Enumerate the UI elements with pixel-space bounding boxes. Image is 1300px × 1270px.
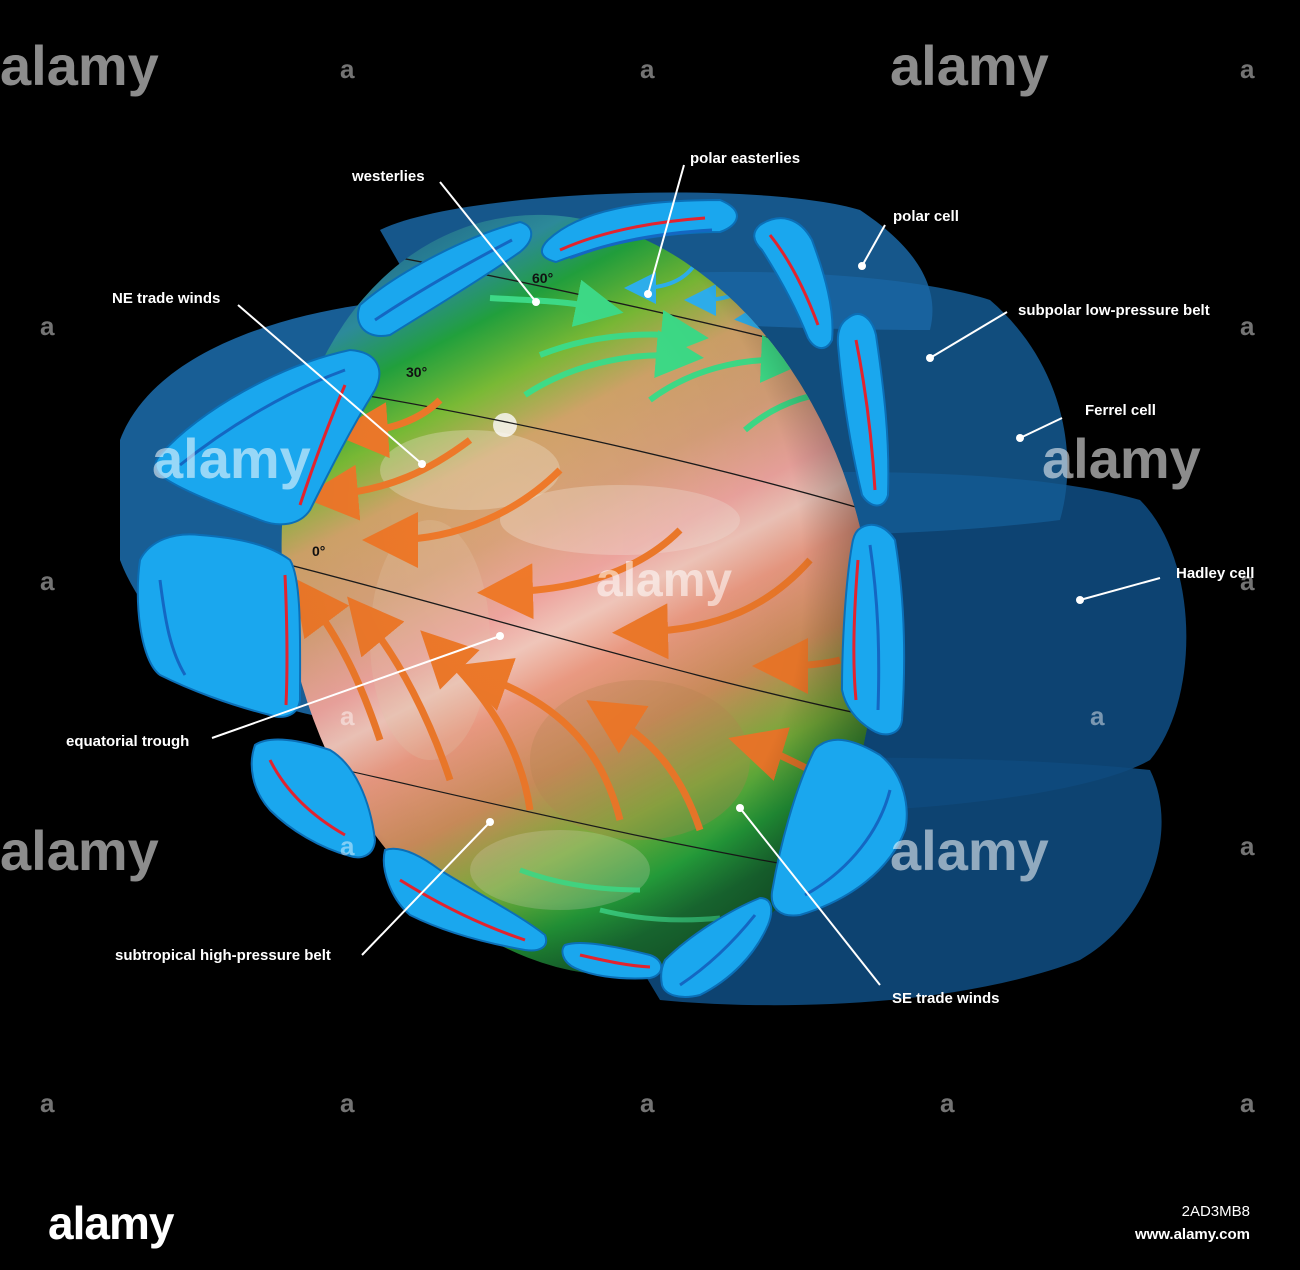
- hadley-cell-bottom-left: [250, 738, 377, 859]
- label-equatorial-trough: equatorial trough: [66, 733, 189, 750]
- leader-dots: [418, 262, 1084, 826]
- watermark-text: alamy: [0, 34, 159, 97]
- circulation-cells: [136, 198, 908, 998]
- leader-lines: [211, 164, 1161, 986]
- svg-text:a: a: [40, 311, 55, 341]
- svg-text:a: a: [340, 831, 355, 861]
- site-url: www.alamy.com: [1134, 1226, 1250, 1243]
- ferrel-cell-bottom: [382, 847, 548, 952]
- svg-text:a: a: [1090, 701, 1105, 731]
- svg-text:a: a: [340, 701, 355, 731]
- watermark-text: alamy: [890, 819, 1049, 882]
- ferrel-cell-right: [836, 313, 890, 507]
- label-subpolar-low: subpolar low-pressure belt: [1018, 302, 1210, 319]
- watermark-text: alamy: [0, 819, 159, 882]
- hadley-cell-left-lower: [136, 533, 302, 718]
- hadley-cell-right-upper: [840, 523, 906, 736]
- alamy-logo: alamy: [48, 1197, 174, 1249]
- label-se-trade-winds: SE trade winds: [892, 990, 1000, 1007]
- svg-text:a: a: [1240, 1088, 1255, 1118]
- globe: [269, 214, 901, 976]
- watermark-overlay: alamy alamy alamy alamy alamy alamy alam…: [0, 34, 1255, 1118]
- watermark-text: alamy: [890, 34, 1049, 97]
- label-westerlies: westerlies: [351, 168, 425, 185]
- label-ne-trade-winds: NE trade winds: [112, 290, 220, 307]
- label-polar-easterlies: polar easterlies: [690, 150, 800, 167]
- hadley-cell-left-upper: [154, 348, 381, 526]
- svg-text:a: a: [40, 566, 55, 596]
- svg-text:a: a: [1240, 54, 1255, 84]
- svg-text:a: a: [340, 1088, 355, 1118]
- svg-text:a: a: [640, 54, 655, 84]
- label-polar-cell: polar cell: [893, 208, 959, 225]
- latitude-0-label: 0°: [312, 543, 325, 559]
- latitude-60-label: 60°: [532, 270, 553, 286]
- svg-text:a: a: [1240, 566, 1255, 596]
- cell-flow-lines: [158, 216, 892, 987]
- svg-text:a: a: [1240, 831, 1255, 861]
- svg-text:a: a: [40, 1088, 55, 1118]
- watermark-text: alamy: [596, 554, 732, 607]
- svg-text:a: a: [940, 1088, 955, 1118]
- svg-text:a: a: [340, 54, 355, 84]
- polar-cell-top: [540, 198, 738, 264]
- label-ferrel-cell: Ferrel cell: [1085, 402, 1156, 419]
- ferrel-cell-left: [357, 220, 533, 337]
- svg-text:a: a: [640, 1088, 655, 1118]
- label-subtropical-high: subtropical high-pressure belt: [115, 947, 331, 964]
- svg-text:a: a: [1240, 311, 1255, 341]
- watermark-text: alamy: [152, 427, 311, 490]
- image-id: 2AD3MB8: [1181, 1203, 1250, 1220]
- watermark-text: alamy: [1042, 427, 1201, 490]
- latitude-30-label: 30°: [406, 364, 427, 380]
- hadley-cell-right-lower: [770, 738, 908, 917]
- ferrel-cell-bottom-right: [660, 896, 773, 998]
- label-hadley-cell: Hadley cell: [1176, 565, 1254, 582]
